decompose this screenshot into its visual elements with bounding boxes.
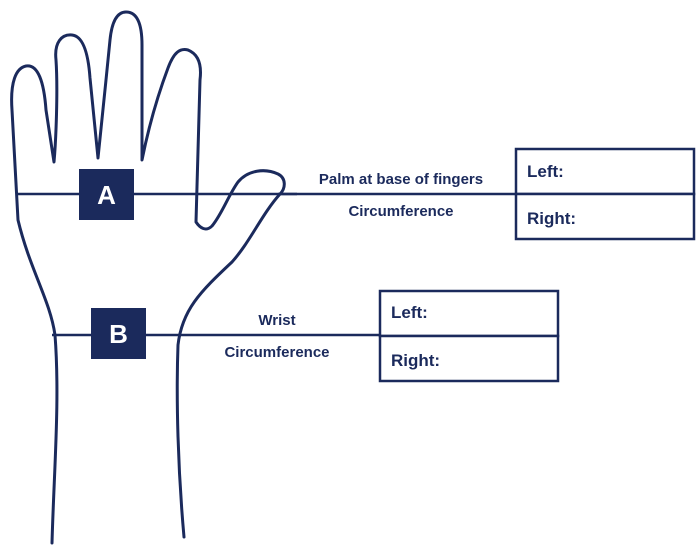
- palm-left-label: Left:: [527, 162, 564, 181]
- marker-a-letter: A: [97, 180, 116, 210]
- measurement-b: B Wrist Circumference Left: Right:: [52, 289, 560, 383]
- wrist-caption-line1: Wrist: [258, 312, 295, 329]
- wrist-left-label: Left:: [391, 303, 428, 322]
- measurement-a: A Palm at base of fingers Circumference …: [16, 147, 696, 241]
- wrist-entry-table: Left: Right:: [378, 289, 560, 383]
- palm-caption-line2: Circumference: [348, 203, 453, 220]
- palm-entry-table: Left: Right:: [514, 147, 696, 241]
- palm-caption-line1: Palm at base of fingers: [319, 171, 483, 188]
- palm-right-label: Right:: [527, 209, 576, 228]
- marker-b-box: [91, 308, 146, 359]
- marker-a-box: [79, 169, 134, 220]
- wrist-right-label: Right:: [391, 351, 440, 370]
- marker-b-letter: B: [109, 319, 128, 349]
- palm-left-field[interactable]: [514, 147, 696, 196]
- wrist-right-field[interactable]: [378, 334, 560, 383]
- wrist-caption-line2: Circumference: [224, 344, 329, 361]
- hand-outline: [10, 10, 286, 545]
- palm-right-field[interactable]: [514, 192, 696, 241]
